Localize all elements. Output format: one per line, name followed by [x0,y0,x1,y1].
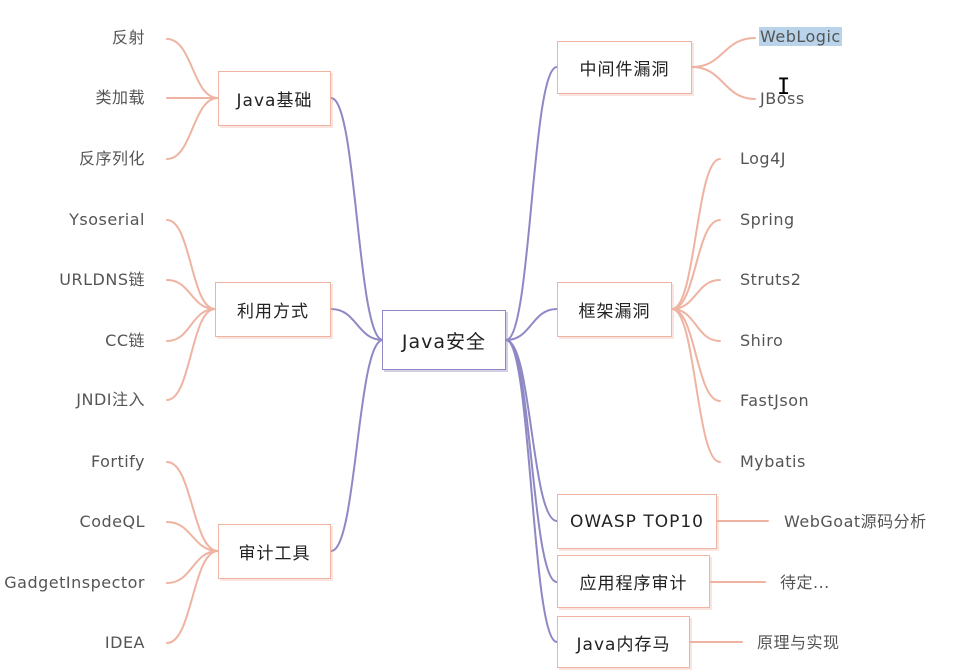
leaf-struts2[interactable]: Struts2 [740,270,802,289]
selection-highlight: WebLogic [759,27,842,46]
branch-root-framework [505,308,558,341]
topic-memory-shell[interactable]: Java内存马 [557,616,690,668]
branch-right-middleware-1 [691,66,756,100]
branch-left-2-3 [166,550,219,644]
branch-root-memshell [505,339,558,643]
branch-root-owasp [505,339,558,522]
topic-exploit-methods[interactable]: 利用方式 [215,282,331,337]
topic-owasp-top10[interactable]: OWASP TOP10 [557,494,717,549]
leaf-principle-implementation[interactable]: 原理与实现 [757,633,840,652]
leaf-jboss[interactable]: JBoss [760,89,805,108]
topic-java-basics[interactable]: Java基础 [218,71,331,126]
leaf-jndi-injection[interactable]: JNDI注入 [76,390,145,409]
leaf-shiro[interactable]: Shiro [740,331,784,350]
leaf-tbd[interactable]: 待定... [780,573,830,592]
leaf-gadgetinspector[interactable]: GadgetInspector [4,573,145,592]
branch-left-2-2 [166,550,219,584]
topic-framework-vulns[interactable]: 框架漏洞 [557,282,672,337]
branch-right-framework-0 [671,158,721,310]
branch-left-0-2 [166,97,219,160]
branch-root-exploit [330,308,384,341]
leaf-weblogic[interactable]: WebLogic [759,27,842,47]
leaf-urldns-chain[interactable]: URLDNS链 [59,270,145,289]
branch-root-basics [330,97,384,341]
branch-left-2-1 [166,521,219,552]
leaf-fastjson[interactable]: FastJson [740,391,810,410]
branch-right-framework-1 [671,219,721,310]
leaf-ysoserial[interactable]: Ysoserial [69,210,145,229]
topic-middleware-vulns[interactable]: 中间件漏洞 [557,41,692,94]
leaf-spring[interactable]: Spring [740,210,795,229]
branch-left-1-1 [166,279,216,310]
leaf-codeql[interactable]: CodeQL [79,512,145,531]
branch-left-2-0 [166,461,219,552]
branch-root-app-audit [505,339,558,583]
leaf-webgoat-source-analysis[interactable]: WebGoat源码分析 [784,512,927,531]
branch-right-framework-5 [671,308,721,463]
branch-root-middleware [505,66,558,341]
branch-right-middleware-0 [691,37,756,68]
branch-left-1-2 [166,308,216,342]
leaf-cc-chain[interactable]: CC链 [105,331,145,350]
branch-root-audit-tools [330,339,384,552]
branch-right-framework-3 [671,308,721,342]
leaf-class-loading[interactable]: 类加载 [95,88,145,107]
text-cursor-icon: I [777,75,791,100]
branch-left-1-3 [166,308,216,401]
leaf-idea[interactable]: IDEA [104,633,145,652]
topic-audit-tools[interactable]: 审计工具 [218,524,331,579]
topic-app-audit[interactable]: 应用程序审计 [557,555,710,608]
root-topic[interactable]: Java安全 [382,310,506,370]
leaf-mybatis[interactable]: Mybatis [740,452,806,471]
leaf-reflection[interactable]: 反射 [111,28,145,47]
branch-left-0-0 [166,38,219,99]
leaf-fortify[interactable]: Fortify [90,452,145,471]
branch-right-framework-4 [671,308,721,402]
branch-right-framework-2 [671,279,721,310]
branch-left-1-0 [166,219,216,310]
leaf-log4j[interactable]: Log4J [740,149,786,168]
leaf-deserialization[interactable]: 反序列化 [78,149,145,168]
